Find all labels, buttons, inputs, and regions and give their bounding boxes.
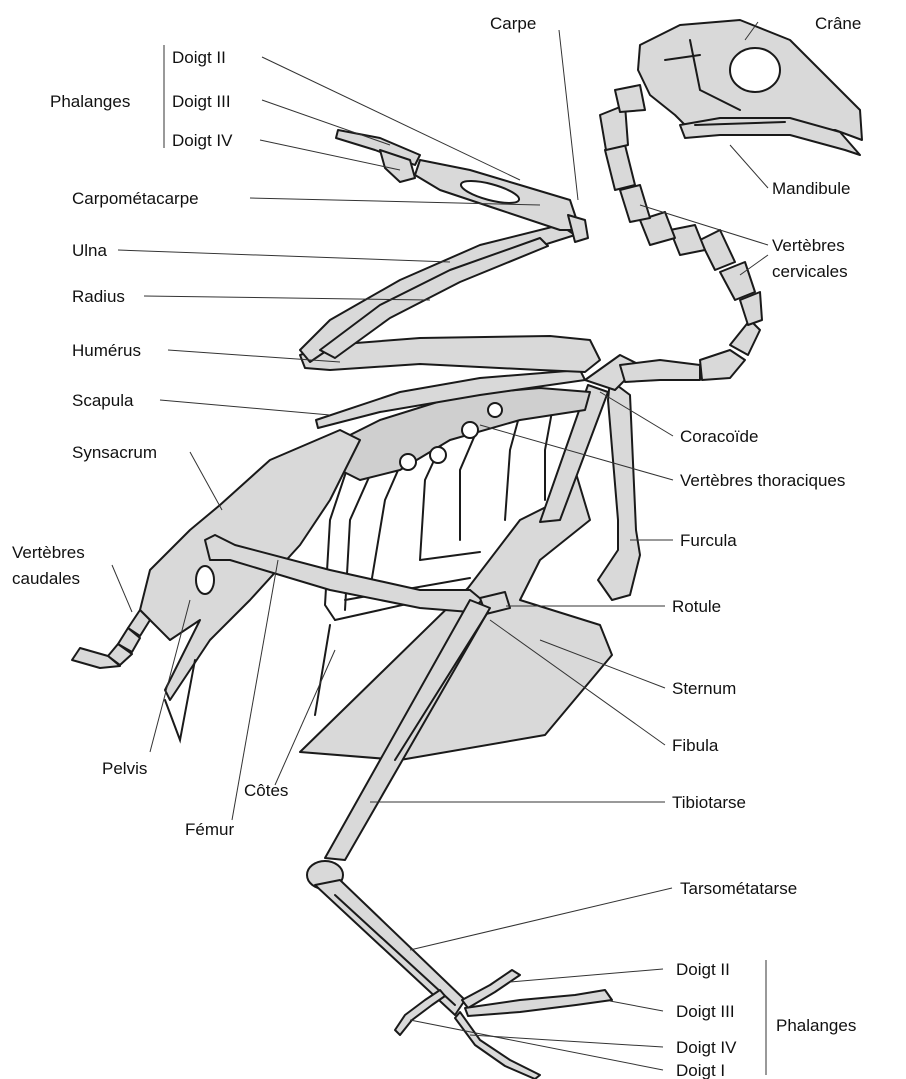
- label-doigt-iii-foot: Doigt III: [676, 1002, 735, 1021]
- label-carpe: Carpe: [490, 14, 536, 33]
- label-sternum: Sternum: [672, 679, 736, 698]
- label-femur: Fémur: [185, 820, 234, 839]
- label-furcula: Furcula: [680, 531, 737, 550]
- label-tibiotarse: Tibiotarse: [672, 793, 746, 812]
- label-cotes: Côtes: [244, 781, 288, 800]
- label-vertebres-caudales-line1: Vertèbres: [12, 543, 85, 562]
- skeleton-illustration: [72, 20, 862, 1079]
- label-tarsometatarse: Tarsométatarse: [680, 879, 797, 898]
- label-vertebres-cervicales-line1: Vertèbres: [772, 236, 845, 255]
- label-synsacrum: Synsacrum: [72, 443, 157, 462]
- label-doigt-iv-foot: Doigt IV: [676, 1038, 737, 1057]
- label-crane: Crâne: [815, 14, 861, 33]
- label-coracoide: Coracoïde: [680, 427, 758, 446]
- label-doigt-iii-wing: Doigt III: [172, 92, 231, 111]
- label-doigt-ii-foot: Doigt II: [676, 960, 730, 979]
- label-doigt-iv-wing: Doigt IV: [172, 131, 233, 150]
- label-ulna: Ulna: [72, 241, 108, 260]
- label-humerus: Humérus: [72, 341, 141, 360]
- label-carpometacarpe: Carpométacarpe: [72, 189, 199, 208]
- furcula-bone: [598, 380, 640, 600]
- label-phalanges-wing: Phalanges: [50, 92, 130, 111]
- label-vertebres-caudales-line2: caudales: [12, 569, 80, 588]
- label-radius: Radius: [72, 287, 125, 306]
- label-doigt-ii-wing: Doigt II: [172, 48, 226, 67]
- label-fibula: Fibula: [672, 736, 719, 755]
- label-scapula: Scapula: [72, 391, 134, 410]
- carpal-bone: [568, 215, 588, 242]
- label-phalanges-foot: Phalanges: [776, 1016, 856, 1035]
- label-vertebres-thoraciques: Vertèbres thoraciques: [680, 471, 845, 490]
- label-pelvis: Pelvis: [102, 759, 147, 778]
- label-doigt-i-foot: Doigt I: [676, 1061, 725, 1079]
- label-rotule: Rotule: [672, 597, 721, 616]
- label-mandibule: Mandibule: [772, 179, 850, 198]
- sternum-bone: [300, 470, 612, 760]
- label-vertebres-cervicales-line2: cervicales: [772, 262, 848, 281]
- caudal-vertebrae-bone: [72, 610, 150, 668]
- wing-digits: [336, 130, 420, 182]
